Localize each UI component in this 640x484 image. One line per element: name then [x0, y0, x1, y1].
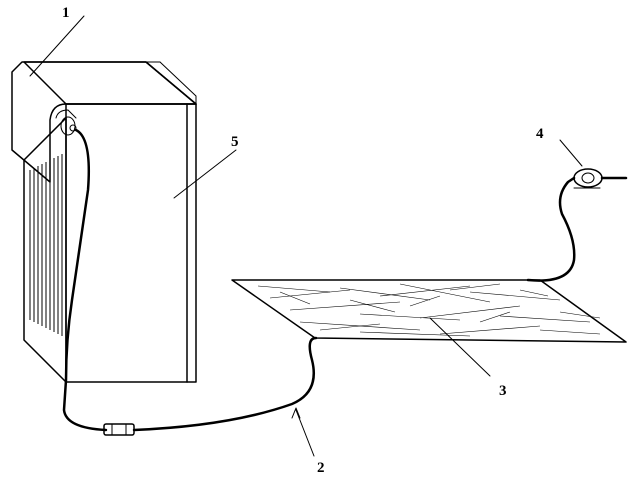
hood-cover: [11, 61, 197, 183]
cable-segment-mat: [132, 336, 318, 432]
leader-lines: [29, 15, 583, 457]
heating-mat: [231, 279, 627, 343]
cable-outlet-plug: [69, 124, 77, 132]
leader-2: [295, 409, 315, 457]
cable-outlet-port: [60, 116, 76, 136]
label-part-5: 5: [231, 134, 239, 150]
cabinet-unit: [23, 61, 197, 383]
leader-3: [429, 317, 491, 377]
label-part-3: 3: [499, 383, 507, 399]
mat-fiber-texture: [257, 283, 601, 337]
label-part-2: 2: [317, 460, 325, 476]
mat-outline: [231, 279, 627, 343]
cable-inline-connector: [103, 423, 135, 436]
part-labels: 1 5 4 3 2: [62, 5, 544, 476]
temperature-sensor: [573, 168, 603, 188]
leader-1: [29, 15, 85, 77]
cabinet-side-vents: [29, 154, 63, 336]
label-part-4: 4: [536, 126, 544, 142]
cabinet-top-right-edge: [159, 61, 197, 105]
cable-segment-cabinet: [62, 128, 108, 432]
sensor-core: [581, 172, 595, 184]
leader-5: [173, 149, 237, 199]
leader-2-arrow: [291, 407, 301, 419]
sensor-cable: [526, 176, 576, 282]
leader-4: [559, 139, 583, 167]
label-part-1: 1: [62, 5, 70, 21]
hood-outline: [11, 61, 197, 183]
power-cable: [62, 128, 318, 436]
sensor-assembly: [526, 168, 628, 282]
hood-inner-curve: [55, 109, 77, 119]
